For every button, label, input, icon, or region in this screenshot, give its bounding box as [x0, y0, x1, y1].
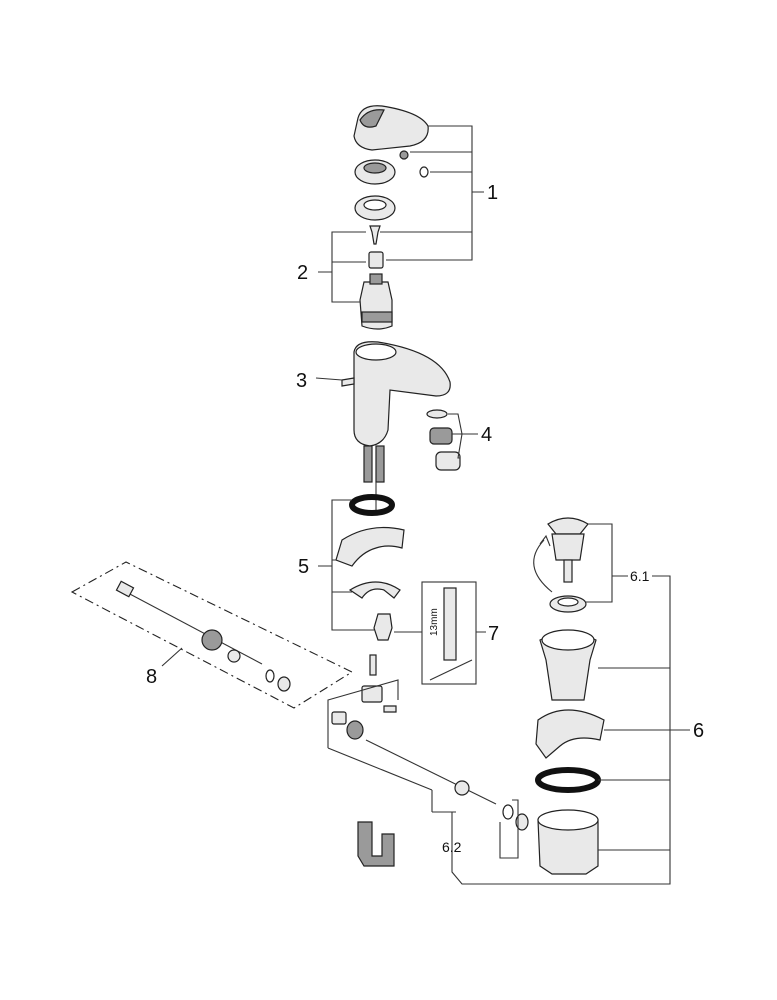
aerator-assembly — [426, 409, 461, 471]
mounting-gasket — [335, 526, 405, 567]
rotation-arrow-head — [539, 534, 551, 547]
leader-6-1 — [586, 523, 628, 603]
leader-8 — [161, 647, 183, 667]
faucet-top-opening — [355, 343, 397, 361]
aerator-insert — [429, 427, 453, 445]
cap-plug — [419, 166, 429, 178]
kit-rod — [125, 591, 263, 665]
callout-labels: 1 2 3 4 5 6.1 7 8 6 6.2 — [146, 182, 704, 855]
pivot-o-ring — [502, 804, 514, 820]
cartridge-base — [361, 311, 393, 323]
pivot-rod-assembly — [331, 654, 529, 867]
callout-6: 6 — [693, 720, 704, 742]
set-screw — [399, 150, 409, 160]
tool-box: 13mm — [421, 581, 477, 685]
pivot-clamp — [361, 685, 383, 703]
pivot-ball-seal — [346, 720, 364, 740]
kit-nut — [277, 676, 291, 692]
cartridge-screw — [369, 225, 381, 245]
plug-seal-hole — [557, 597, 579, 607]
cover-ring-hole — [363, 162, 387, 174]
kit-clip — [115, 580, 135, 598]
plug-head — [547, 517, 589, 535]
lever-handle — [353, 105, 429, 151]
plug-body — [551, 533, 585, 561]
plug-stem — [563, 559, 573, 583]
mounting-set — [335, 494, 405, 641]
base-o-ring — [349, 494, 395, 516]
callout-3: 3 — [296, 370, 307, 392]
pivot-screw — [383, 705, 397, 713]
callout-7: 7 — [488, 623, 499, 645]
waste-body-top — [537, 809, 599, 831]
horseshoe-plate — [348, 581, 401, 599]
callout-5: 5 — [298, 556, 309, 578]
pivot-cap-nut — [515, 813, 529, 831]
mounting-nut — [373, 613, 393, 641]
callout-1: 1 — [487, 182, 498, 204]
kit-ball-joint — [201, 629, 223, 651]
callout-8: 8 — [146, 666, 157, 688]
leader-2 — [318, 231, 366, 303]
tool-shaft — [443, 587, 457, 661]
flex-hose-left — [363, 445, 373, 483]
leader-1 — [380, 125, 484, 261]
leader-4 — [448, 413, 478, 459]
callout-4: 4 — [481, 424, 492, 446]
cartridge-stem — [369, 273, 383, 285]
leader-lines — [161, 125, 690, 885]
leader-6-2 — [327, 679, 519, 859]
kit-ball — [227, 649, 241, 663]
cartridge-adapter — [368, 251, 384, 269]
pivot-nut — [331, 711, 347, 725]
pop-up-rod-kit — [70, 561, 354, 709]
leader-5 — [318, 499, 374, 631]
leader-6 — [451, 575, 690, 885]
flex-hose-right — [375, 445, 385, 483]
waste-set — [533, 517, 605, 875]
cartridge-assembly — [359, 251, 393, 330]
tool-handle — [429, 659, 473, 681]
pivot-ball — [454, 780, 470, 796]
callout-2: 2 — [297, 262, 308, 284]
pivot-rod — [365, 739, 497, 805]
aerator-housing — [435, 451, 461, 471]
retaining-ring-hole — [363, 199, 387, 211]
pivot-pin — [369, 654, 377, 676]
waste-o-ring — [535, 767, 601, 793]
handle-assembly — [353, 105, 429, 245]
pop-up-rod-stub — [341, 377, 355, 387]
kit-o-ring — [265, 669, 275, 683]
waste-flange-top — [541, 629, 595, 651]
rotation-arrow — [533, 539, 553, 593]
callout-6-2: 6.2 — [442, 839, 462, 855]
faucet-body — [341, 341, 451, 510]
tool-size-label: 13mm — [429, 608, 440, 636]
leader-3 — [315, 377, 343, 381]
lever-handle-top — [359, 109, 385, 128]
callout-6-1: 6.1 — [630, 568, 650, 584]
waste-gasket — [535, 709, 605, 759]
kit-dashed-frame — [70, 561, 354, 709]
tool-frame — [421, 581, 477, 685]
supply-hoses — [357, 821, 395, 867]
aerator-washer — [426, 409, 448, 419]
